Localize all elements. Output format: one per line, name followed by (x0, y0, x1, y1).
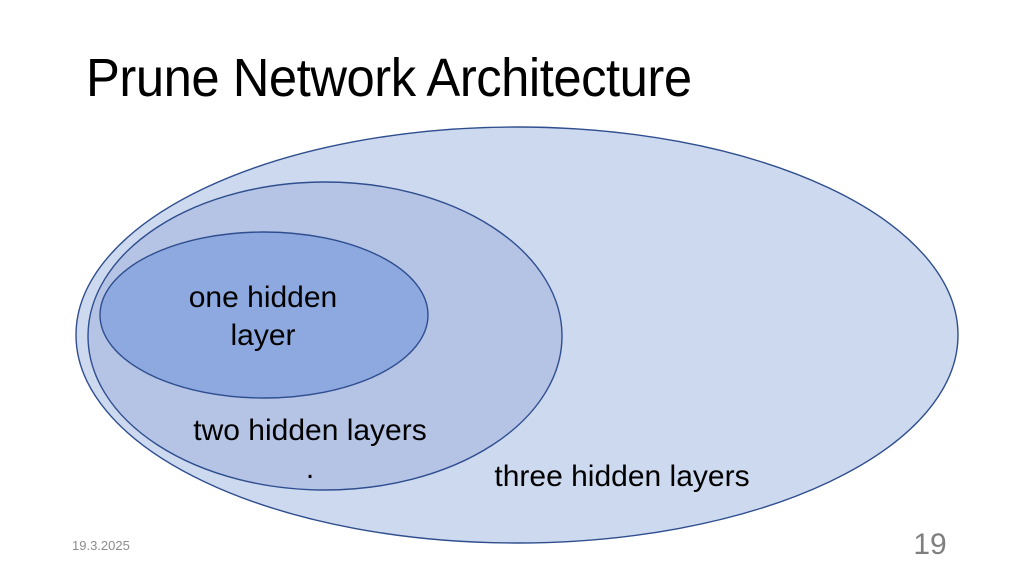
footer-date: 19.3.2025 (72, 538, 130, 553)
ellipse-one-hidden-layer[interactable] (99, 231, 429, 399)
label-one-hidden-layer: one hidden layer (188, 281, 338, 352)
page-title: Prune Network Architecture (86, 48, 692, 108)
label-three-hidden-layers: three hidden layers (494, 460, 750, 493)
label-two-hidden-layers: two hidden layers . (193, 414, 427, 485)
footer-page-number: 19 (913, 528, 947, 561)
